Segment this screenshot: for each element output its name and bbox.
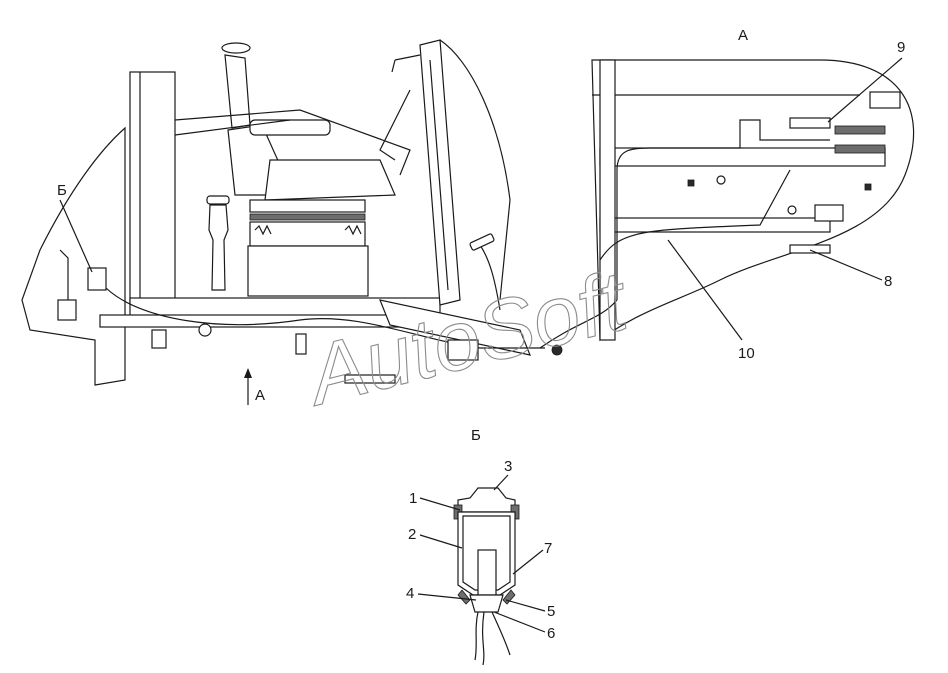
mount-block — [57, 299, 77, 321]
hose-connector — [551, 344, 563, 356]
seat-headrest — [224, 54, 251, 129]
callout-1: 1 — [409, 490, 417, 507]
spring-lower — [834, 144, 886, 154]
seat-spring-box — [249, 221, 366, 247]
leader-8 — [809, 249, 883, 281]
bolt-1 — [151, 329, 167, 349]
seat-cushion — [264, 159, 396, 201]
leader-9 — [827, 57, 903, 123]
view-b-leader — [59, 199, 93, 273]
leader-4 — [417, 593, 477, 601]
leader-5 — [505, 599, 546, 612]
pedal-arm — [479, 244, 501, 311]
filter-mount — [87, 267, 107, 291]
detail-view-b: Б 1 2 3 4 5 6 7 — [406, 427, 555, 666]
filter-base — [469, 594, 504, 613]
lower-diagonal-frame — [379, 299, 531, 356]
pedal-pad — [469, 233, 495, 251]
view-b-marker: Б — [57, 182, 67, 199]
clamp — [447, 339, 479, 361]
column-cover — [439, 39, 511, 301]
mount-bracket — [59, 249, 76, 306]
headrest-top — [221, 42, 251, 54]
filter-element — [477, 549, 497, 596]
frame-post — [599, 59, 616, 341]
view-arrow-label: А — [255, 387, 265, 404]
column-bracket — [379, 89, 411, 161]
leader-3 — [493, 474, 509, 491]
column-centerline — [429, 59, 449, 291]
detail-view-a: А 9 8 10 — [539, 27, 915, 362]
tube-to-main — [539, 299, 618, 349]
armrest — [249, 119, 331, 136]
lever-knob — [206, 195, 230, 205]
spring-upper — [834, 125, 886, 135]
seat-rail — [249, 213, 366, 221]
seal-left — [457, 589, 471, 605]
fuel-hose — [105, 287, 545, 349]
spring-right — [344, 224, 362, 236]
detail-a-outline — [591, 59, 915, 342]
pedal-body — [789, 117, 831, 129]
hole-1 — [687, 179, 695, 187]
roller — [198, 323, 212, 337]
frame-rail-lower — [599, 217, 831, 233]
filter-cap — [457, 487, 516, 513]
callout-2: 2 — [408, 526, 416, 543]
callout-10: 10 — [738, 345, 755, 362]
hole-2 — [864, 183, 872, 191]
seat-plate — [249, 199, 366, 213]
seat-frame-top — [174, 109, 411, 176]
bolt-2 — [295, 333, 307, 355]
plate-8 — [789, 244, 831, 254]
rod-end — [344, 374, 396, 384]
bracket-block — [814, 204, 844, 222]
detail-b-title: Б — [471, 427, 481, 444]
detail-a-title: А — [738, 27, 748, 44]
outlet-hose-1 — [474, 611, 479, 661]
callout-4: 4 — [406, 585, 414, 602]
leader-10 — [667, 239, 743, 341]
spring-left — [254, 224, 272, 236]
steering-column — [419, 39, 461, 306]
hole-3 — [716, 175, 726, 185]
callout-3: 3 — [504, 458, 512, 475]
view-arrow-head — [244, 368, 252, 378]
callout-5: 5 — [547, 603, 555, 620]
tube-run-upper — [616, 119, 830, 300]
column-handle — [391, 54, 421, 73]
cab-wall — [129, 71, 176, 305]
main-side-view: А Б — [21, 39, 563, 405]
outlet-hose-2 — [491, 611, 511, 656]
leader-7 — [512, 549, 544, 575]
seat-base — [247, 245, 369, 297]
callout-7: 7 — [544, 540, 552, 557]
corner-block — [869, 91, 901, 109]
tube-run-lower — [599, 169, 791, 261]
leader-6 — [493, 611, 546, 633]
callout-9: 9 — [897, 39, 905, 56]
leader-1 — [419, 497, 461, 511]
outlet-hose-3 — [481, 611, 485, 666]
bowl-inner — [462, 515, 511, 591]
seat-frame-bar — [174, 119, 291, 136]
leader-2 — [419, 534, 463, 549]
callout-8: 8 — [884, 273, 892, 290]
hole-4 — [787, 205, 797, 215]
lever-handle — [208, 204, 229, 291]
callout-6: 6 — [547, 625, 555, 642]
body-contour — [21, 126, 126, 386]
